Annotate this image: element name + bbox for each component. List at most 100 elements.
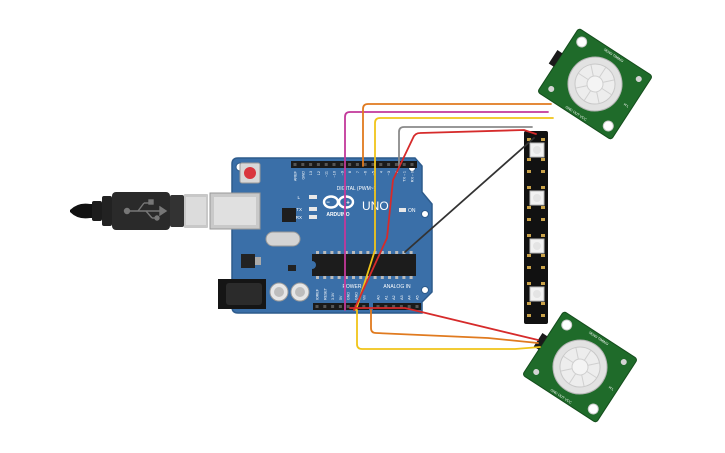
analog-pin-label: A3 (400, 295, 404, 300)
pir-sensor-top[interactable]: SENS TIMING GND OUT VCC H L (532, 25, 652, 140)
usb-chip (282, 208, 296, 222)
analog-pin-label: A1 (384, 295, 388, 300)
led-rx (309, 215, 317, 219)
digital-header[interactable] (291, 161, 417, 168)
pir-dome (567, 56, 623, 112)
pir-pin-header[interactable] (548, 50, 563, 67)
dc-power-jack (218, 279, 266, 309)
power-pin-label: GND (355, 292, 359, 300)
pir-pin-header[interactable] (533, 333, 548, 350)
wire-black[interactable] (404, 137, 535, 253)
header-pin[interactable] (348, 163, 352, 166)
analog-label: ANALOG IN (383, 284, 411, 290)
mounting-hole (602, 120, 614, 132)
capacitor (290, 282, 310, 302)
wire-gray[interactable] (398, 126, 533, 167)
analog-header[interactable] (373, 303, 421, 310)
header-pin[interactable] (309, 163, 313, 166)
chip-pins (316, 251, 413, 254)
trimpot (533, 368, 540, 375)
header-pin[interactable] (379, 163, 383, 166)
trimpot (620, 359, 627, 366)
wire-magenta[interactable] (344, 111, 549, 311)
header-pin[interactable] (315, 305, 319, 308)
header-pin[interactable] (346, 305, 350, 308)
led-l-label: L (297, 195, 300, 200)
header-pin[interactable] (387, 163, 391, 166)
power-label: POWER (343, 284, 362, 290)
led-tx (309, 207, 317, 211)
arduino-logo-icon (322, 195, 355, 209)
header-pin[interactable] (324, 163, 328, 166)
header-pin[interactable] (399, 305, 403, 308)
usb-cable[interactable] (70, 192, 208, 230)
digital-pin-label: ~10 (333, 171, 337, 177)
header-pin[interactable] (332, 163, 336, 166)
neopixel-led[interactable] (529, 190, 545, 206)
led-tx-label: TX (296, 207, 302, 212)
atmega-chip (312, 254, 416, 276)
digital-pin-label: ~11 (325, 171, 329, 177)
analog-pin-label: A4 (408, 295, 412, 300)
header-pin[interactable] (355, 163, 359, 166)
header-pin[interactable] (407, 305, 411, 308)
header-pin[interactable] (362, 305, 366, 308)
wire-yellow-top[interactable] (355, 117, 554, 311)
wire-orange-bottom[interactable] (370, 309, 539, 344)
digital-pin-label: RX←0 (411, 171, 415, 182)
neopixel-strip[interactable] (524, 131, 548, 324)
header-pin[interactable] (293, 163, 297, 166)
analog-pin-label: A0 (377, 295, 381, 300)
header-pin[interactable] (394, 163, 398, 166)
crystal (265, 231, 301, 247)
wire-red-top[interactable] (353, 129, 537, 311)
header-pin[interactable] (410, 163, 414, 166)
neopixel-led[interactable] (529, 142, 545, 158)
wire-yellow-bottom[interactable] (356, 309, 541, 350)
digital-pin-label: ~9 (340, 171, 344, 175)
header-pin[interactable] (323, 305, 327, 308)
header-pin[interactable] (331, 305, 335, 308)
cap-label: H L (623, 102, 630, 108)
header-pin[interactable] (384, 305, 388, 308)
cap-label: H L (608, 385, 615, 391)
chip-pins (316, 276, 413, 279)
power-pin-label: 3.3V (331, 292, 335, 300)
power-pin-label: Vin (362, 295, 366, 300)
neopixel-led[interactable] (529, 286, 545, 302)
pir-sensor-bottom[interactable]: SENS TIMING GND OUT VCC H L (517, 308, 637, 423)
header-pin[interactable] (371, 163, 375, 166)
digital-pin-label: 8 (348, 171, 352, 173)
digital-pin-label: AREF (294, 170, 298, 181)
header-pin[interactable] (415, 305, 419, 308)
header-pin[interactable] (363, 163, 367, 166)
header-pin[interactable] (376, 305, 380, 308)
digital-pin-label: 12 (317, 171, 321, 175)
pir-dome (552, 339, 608, 395)
power-pin-label: RESET (323, 287, 327, 300)
analog-pin-label: A5 (416, 295, 420, 300)
header-pin[interactable] (301, 163, 305, 166)
digital-pin-label: 13 (309, 171, 313, 175)
led-on (399, 208, 406, 212)
header-pin[interactable] (392, 305, 396, 308)
header-pin[interactable] (340, 163, 344, 166)
wire-orange-top[interactable] (362, 103, 552, 167)
led-l (309, 195, 317, 199)
led-on-label: ON (408, 208, 416, 214)
neopixel-led[interactable] (529, 238, 545, 254)
reset-button[interactable] (239, 162, 261, 184)
header-pin[interactable] (316, 163, 320, 166)
mounting-hole (421, 286, 429, 294)
digital-pin-label: ~3 (387, 171, 391, 175)
voltage-regulator (241, 254, 261, 268)
digital-pin-label: 4 (379, 171, 383, 173)
digital-pin-label: TX→1 (403, 171, 407, 182)
header-pin[interactable] (338, 305, 342, 308)
wire-red-bottom[interactable] (349, 307, 539, 341)
digital-pin-label: ~5 (372, 171, 376, 175)
usb-icon (123, 199, 168, 221)
power-pin-label: 5V (339, 295, 343, 300)
header-pin[interactable] (402, 163, 406, 166)
